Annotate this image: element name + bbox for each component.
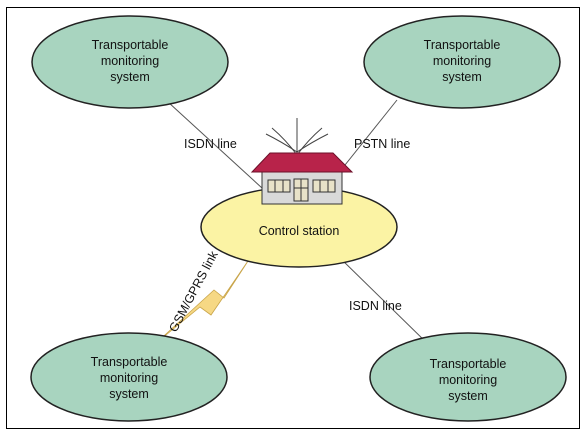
node-bottom-right-line-1: Transportable: [430, 357, 507, 371]
node-bottom-right: [369, 332, 567, 422]
link-bottom-right: [337, 255, 431, 347]
node-top-left-line-2: monitoring: [101, 54, 159, 68]
node-bottom-right-line-3: system: [448, 389, 488, 403]
node-top-right: [363, 15, 561, 109]
link-label-bottom-right: ISDN line: [349, 299, 402, 313]
node-top-left: [31, 15, 229, 109]
node-top-right-line-3: system: [442, 70, 482, 84]
house-icon: [250, 152, 354, 205]
link-label-top-left: ISDN line: [184, 137, 237, 151]
node-top-left-line-1: Transportable: [92, 38, 169, 52]
link-top-left: [167, 101, 263, 189]
link-label-top-right: PSTN line: [354, 137, 410, 151]
node-top-left-line-3: system: [110, 70, 150, 84]
antenna-icon: [265, 118, 329, 156]
node-bottom-left-line-2: monitoring: [100, 371, 158, 385]
node-bottom-left: [30, 332, 228, 422]
node-top-right-line-1: Transportable: [424, 38, 501, 52]
node-bottom-right-line-2: monitoring: [439, 373, 497, 387]
node-top-right-line-2: monitoring: [433, 54, 491, 68]
node-bottom-left-line-3: system: [109, 387, 149, 401]
node-bottom-left-line-1: Transportable: [91, 355, 168, 369]
control-station-label: Control station: [259, 224, 340, 238]
